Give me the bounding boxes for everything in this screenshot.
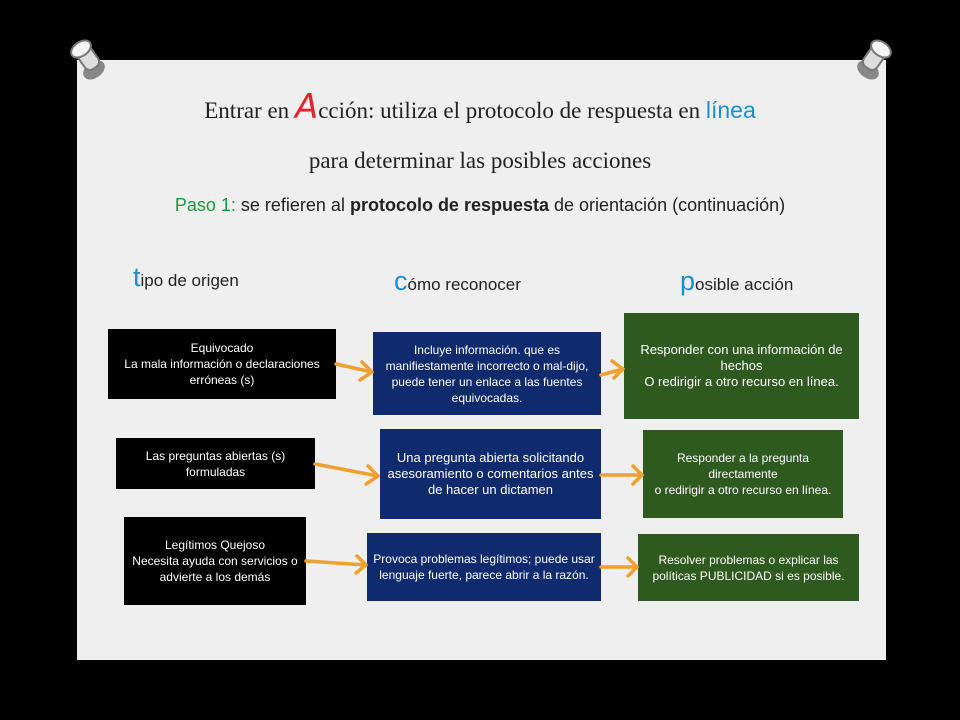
arrow-icon	[334, 360, 374, 382]
action-box-complainant: Resolver problemas o explicar las políti…	[638, 534, 859, 601]
origin-box-complainant: Legítimos Quejoso Necesita ayuda con ser…	[124, 517, 306, 605]
column-header-action: posible acción	[680, 266, 794, 296]
action-box-misinformed: Responder con una información de hechos …	[624, 313, 859, 419]
arrow-icon	[304, 554, 368, 575]
arrow-icon	[599, 464, 644, 486]
column-header-recognize: cómo reconocer	[394, 266, 521, 296]
recognize-box-open-questions: Una pregunta abierta solicitando asesora…	[380, 429, 601, 519]
origin-box-open-questions: Las preguntas abiertas (s) formuladas	[116, 438, 315, 489]
arrow-icon	[313, 462, 380, 486]
column-header-origin: tipo de origen	[133, 262, 239, 292]
action-box-open-questions: Responder a la pregunta directamente o r…	[643, 430, 843, 518]
origin-box-misinformed: Equivocado La mala información o declara…	[108, 329, 336, 399]
page-title-line2: para determinar las posibles acciones	[308, 148, 652, 173]
step-subtitle: Paso 1: se refieren al protocolo de resp…	[174, 195, 786, 215]
page-title: Entrar en Acción: utiliza el protocolo d…	[204, 87, 756, 127]
pushpin-icon	[857, 39, 892, 80]
pushpin-icon	[70, 39, 105, 80]
recognize-box-misinformed: Incluye información. que es manifiestame…	[373, 332, 601, 415]
recognize-box-complainant: Provoca problemas legítimos; puede usar …	[367, 533, 601, 601]
arrow-icon	[599, 556, 639, 578]
arrow-icon	[599, 359, 625, 380]
